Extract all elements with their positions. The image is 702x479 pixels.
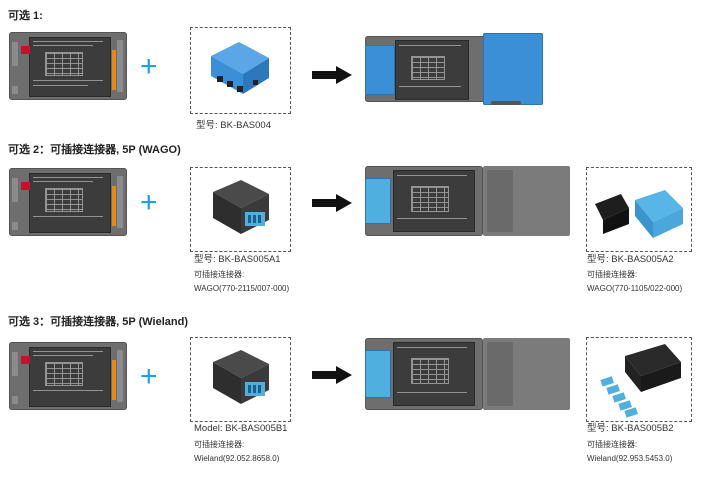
plug-caption-3-line3: Wieland(92.953.5453.0) [587,454,673,463]
plug-caption-3-line2: 可插接连接器: [587,440,638,449]
accessory-caption-2-line1: 型号: BK-BAS005A1 [194,254,281,265]
wieland-plug-image [600,344,681,418]
section-title-1: 可选 1: [8,10,43,22]
plus-icon: + [140,360,158,393]
driver-image [9,32,127,100]
plus-icon: + [140,50,158,83]
accessory-box-3 [190,337,291,422]
plug-box-2 [586,167,692,252]
wago-cover-image [213,180,269,234]
accessory-caption-3-line1: Model: BK-BAS005B1 [194,423,288,434]
plug-caption-2-line3: WAGO(770-1105/022-000) [587,284,683,293]
accessory-caption-1: 型号: BK-BAS004 [196,120,271,131]
assembled-driver-1 [365,33,543,105]
plug-caption-2-line1: 型号: BK-BAS005A2 [587,254,674,265]
assembled-driver-2 [365,166,570,236]
right-arrow-icon [312,66,352,84]
accessory-caption-2-line2: 可插接连接器: [194,270,245,279]
accessory-box-2 [190,167,291,252]
accessory-caption-3-line2: 可插接连接器: [194,440,245,449]
right-arrow-icon [312,194,352,212]
driver-image [9,342,127,410]
section-title-3: 可选 3：可插接连接器, 5P (Wieland) [8,316,188,328]
wieland-cover-image [213,350,269,404]
right-arrow-icon [312,366,352,384]
wago-plug-image [595,190,683,238]
plug-box-3 [586,337,692,422]
accessory-box-1 [190,27,291,114]
driver-image [9,168,127,236]
plus-icon: + [140,186,158,219]
section-title-2: 可选 2：可插接连接器, 5P (WAGO) [8,144,181,156]
assembled-driver-3 [365,338,570,410]
accessory-caption-3-line3: Wieland(92.052.8658.0) [194,454,280,463]
accessory-caption-2-line3: WAGO(770-2115/007-000) [194,284,290,293]
plug-caption-3-line1: 型号: BK-BAS005B2 [587,423,674,434]
plug-caption-2-line2: 可插接连接器: [587,270,638,279]
blue-cover-image [211,42,269,94]
